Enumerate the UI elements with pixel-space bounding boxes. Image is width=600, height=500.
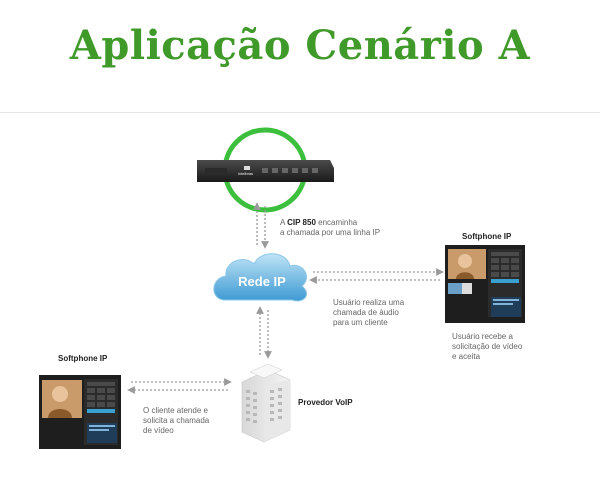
caption-cip: A CIP 850 encaminha a chamada por uma li… xyxy=(280,218,380,238)
page-title: Aplicação Cenário A xyxy=(69,22,531,69)
caption-cliente-atende: O cliente atende e solicita a chamada de… xyxy=(143,406,209,436)
caption-cip-prefix: A xyxy=(280,218,288,227)
rede-ip-cloud: Rede IP xyxy=(213,253,307,302)
caption-cip-bold: CIP 850 xyxy=(287,218,316,227)
cip-850-node: intelbras xyxy=(197,127,334,213)
arrow-softphone-left-provedor xyxy=(127,378,232,394)
softphone-right xyxy=(445,245,525,323)
caption-usuario-recebe: Usuário recebe a solicitação de vídeo e … xyxy=(452,332,522,362)
caption-usuario-chamada: Usuário realiza uma chamada de áudio par… xyxy=(333,298,404,328)
caption-line: solicitação de vídeo xyxy=(452,342,523,351)
device-brand: intelbras xyxy=(238,171,253,176)
caption-line: e aceita xyxy=(452,352,481,361)
softphone-left xyxy=(39,375,121,449)
divider xyxy=(0,112,600,113)
caption-line: Usuário recebe a xyxy=(452,332,513,341)
softphone-left-title: Softphone IP xyxy=(58,354,108,363)
caption-line: solicita a chamada xyxy=(143,416,210,425)
caption-line: para um cliente xyxy=(333,318,388,327)
caption-line: O cliente atende e xyxy=(143,406,208,415)
softphone-right-title: Softphone IP xyxy=(462,232,512,241)
arrow-cip-rede xyxy=(253,202,269,249)
arrow-rede-softphone-right xyxy=(309,268,444,284)
caption-line: de vídeo xyxy=(143,426,174,435)
arrow-rede-provedor xyxy=(256,306,272,359)
rede-ip-label: Rede IP xyxy=(238,274,286,289)
provedor-building xyxy=(241,363,291,443)
caption-cip-line2: a chamada por uma linha IP xyxy=(280,228,381,237)
caption-line: Usuário realiza uma xyxy=(333,298,405,307)
caption-cip-suffix: encaminha xyxy=(315,218,358,227)
caption-line: chamada de áudio xyxy=(333,308,399,317)
provedor-label: Provedor VoIP xyxy=(298,398,353,407)
